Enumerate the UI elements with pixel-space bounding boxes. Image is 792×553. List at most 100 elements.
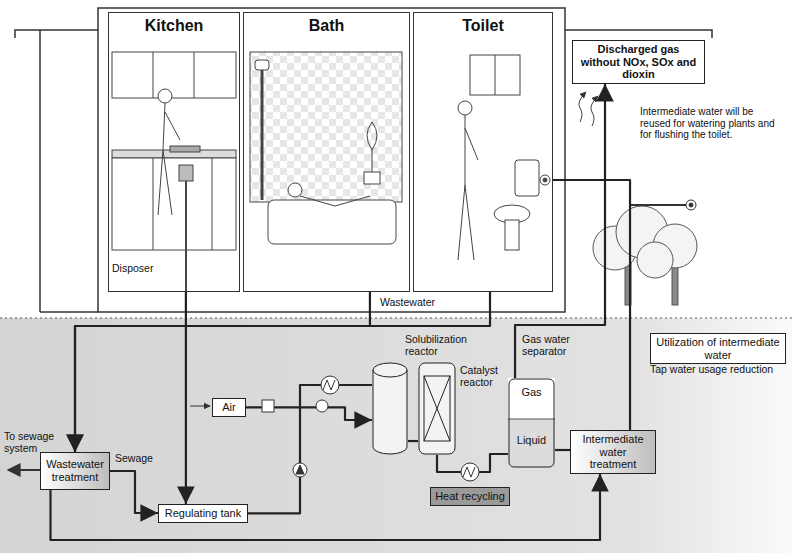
pump-symbol [293,463,307,477]
room-title: Toilet [414,17,552,35]
note-text: Intermediate water will be reused for wa… [640,106,786,141]
reactor-vessel-outline [424,376,450,441]
part-label: Wastewater [380,296,450,308]
bath-illustration [364,172,380,184]
pipe-connector [246,407,372,420]
tank-box: Regulating tank [158,504,248,523]
highlight-box: Heat recycling [430,487,510,506]
watering-outlet [630,204,686,206]
house-outline [98,8,565,312]
treatment-box: Intermediate water treatment [570,430,656,474]
bath-illustration [250,52,402,202]
separator-shell [508,378,555,468]
pipe-connector [555,449,570,451]
house-outline [40,311,98,313]
house-outline [565,30,712,38]
box-label: Wastewater treatment [45,458,105,483]
kitchen-illustration [170,146,200,152]
kitchen-illustration [179,165,193,181]
pipe-connector [553,180,630,430]
benefit-box: Utilization of intermediate water [650,333,786,364]
gas-arrows [579,92,598,126]
bath-illustration [367,122,377,172]
watering-outlet [689,203,693,207]
box-label: Regulating tank [165,507,241,520]
toilet-illustration [458,115,478,260]
heat-exchanger-symbol [323,380,335,390]
treatment-box: Wastewater treatment [40,452,110,490]
ground [0,318,792,319]
bath-illustration [261,60,264,200]
room-title: Bath [244,17,409,35]
air-arrow [190,406,210,407]
room-box: Bath [243,12,410,292]
box-label: Heat recycling [435,490,505,503]
heat-exchanger-symbol [461,463,479,481]
pipe-connector [248,385,372,513]
trees [637,242,673,278]
gas-arrows [579,92,586,122]
kitchen-illustration [112,52,236,98]
house-outline [15,30,98,38]
separator-vessel: Gas water separatorGasLiquid [508,378,555,468]
flow-label: Sewage [113,452,155,464]
kitchen-illustration [112,158,236,250]
air-arrow [190,406,210,407]
reactor-cylinder-outline [373,363,407,454]
watering-outlet [686,200,696,210]
kitchen-illustration [112,52,236,292]
box-label: Utilization of intermediate water [655,336,781,361]
ground [0,318,792,553]
part-label: Gas water separator [522,334,592,357]
watering-outlet [630,200,696,210]
bath-illustration [255,60,269,70]
part-label: To sewage system [4,430,74,454]
kitchen-illustration [153,52,154,98]
separator-shell [508,378,555,468]
box-label: Discharged gas without NOx, SOx and diox… [577,43,700,81]
pump-symbol [296,465,304,474]
reactor-cylinder-outline [373,370,407,377]
toilet-illustration [540,175,550,185]
reactor-vessel-outline [418,362,456,455]
pipe-connector [75,292,370,452]
toilet-illustration [515,160,539,196]
compressor-symbol [316,400,328,412]
ground [0,318,792,553]
house-outline [39,30,41,312]
compressor-symbol [262,400,274,412]
part-label: Tap water usage reduction [650,363,788,375]
part-label: Catalyst reactor [460,365,510,388]
room-box: Toilet [413,12,553,292]
toilet-illustration [458,55,550,260]
house-outline [15,8,712,312]
gas-arrows [591,96,598,126]
kitchen-illustration [158,89,172,103]
separator-vessel-outline [509,379,554,467]
part-label: Solubilization reactor [405,334,479,357]
reactor-cylinder-outline [372,362,408,455]
phase-label: Gas [508,386,555,398]
trees [593,206,697,305]
bath-illustration [250,52,402,244]
part-label: Disposer [112,262,172,274]
room-box: Kitchen [108,12,240,292]
compressor-symbol [262,400,328,412]
separator-shell [508,419,555,420]
kitchen-illustration [212,158,213,250]
box-label: Air [222,401,235,414]
bath-illustration [288,183,302,197]
toilet-illustration [505,220,519,250]
heat-exchanger-symbol [463,467,475,477]
kitchen-illustration [153,158,154,250]
output-box: Discharged gas without NOx, SOx and diox… [572,40,705,84]
kitchen-illustration [158,103,180,215]
kitchen-illustration [185,181,187,292]
toilet-illustration [543,178,547,182]
pipe-connector [110,471,158,513]
trees [672,265,678,305]
room-title: Kitchen [109,17,239,35]
pipe-connector [515,84,605,378]
phase-label: Liquid [508,434,555,446]
sewage-outlet-arrow [8,469,40,471]
